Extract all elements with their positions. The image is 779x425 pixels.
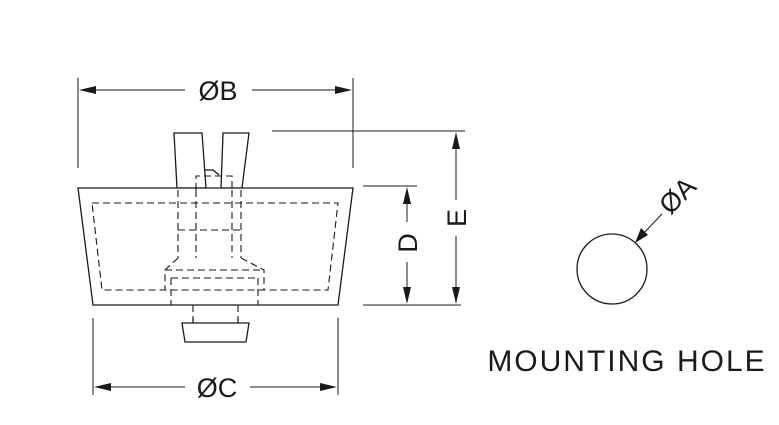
dimension-d: D [363,185,461,306]
part-side-view [77,132,354,343]
dimension-c: ØC [92,318,339,403]
dim-b-label: ØB [198,76,237,106]
tapered-body [77,187,354,306]
mounting-hole-view: ØA MOUNTING HOLE [487,171,766,378]
dim-b-arrow-left [79,86,96,94]
prong-slot [204,169,220,176]
tip-bore-hidden [170,277,259,305]
right-prong [220,132,250,189]
dim-d-arrow-top [403,187,411,204]
stem-head-hidden [195,175,233,190]
dim-c-arrow-left [94,383,111,391]
dim-a-label: ØA [653,171,702,220]
dimension-e: E [272,130,472,304]
left-prong [173,132,207,189]
mounting-hole-caption: MOUNTING HOLE [487,345,766,378]
dim-e-arrow-bottom [452,287,460,304]
dim-c-label: ØC [197,373,238,403]
inner-cavity-hidden [91,202,339,291]
mounting-hole-circle [576,233,648,305]
bottom-tip [181,322,250,343]
dim-e-label: E [442,209,472,227]
dim-b-arrow-right [335,86,352,94]
dim-e-arrow-top [452,132,460,149]
dim-a-arrow [635,228,648,243]
dim-d-label: D [393,233,423,253]
dim-d-arrow-bottom [403,287,411,304]
dim-c-arrow-right [320,383,337,391]
dimension-b: ØB [77,76,354,168]
